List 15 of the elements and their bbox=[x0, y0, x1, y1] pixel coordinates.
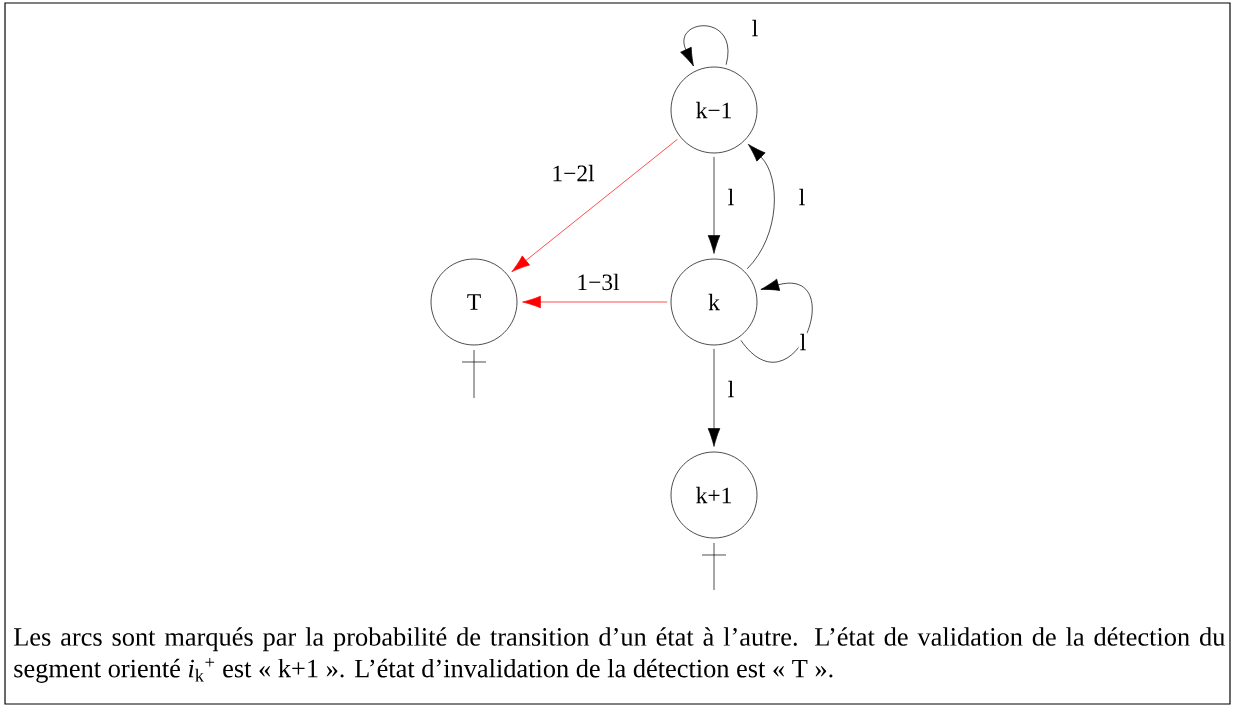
edge-label: 1−3l bbox=[575, 272, 621, 292]
edge-label: l bbox=[798, 332, 808, 352]
arrow bbox=[511, 138, 678, 273]
edge-label: 1−2l bbox=[550, 163, 596, 183]
arrow bbox=[522, 295, 668, 309]
edge-label: l bbox=[726, 379, 736, 399]
caption: Les arcs sont marqués par la probabilité de transition d’un état à l’autre. L’état de validation de la détection du segment orienté i$_{k}$$^{+}$ est « k+1 ». L’état d’invalidation de la détection est « T ». bbox=[14, 627, 1225, 683]
arrow bbox=[707, 156, 721, 254]
arrow bbox=[746, 143, 775, 270]
edge-label: l bbox=[797, 187, 807, 207]
arrow bbox=[680, 25, 729, 67]
arrow bbox=[707, 348, 721, 447]
edge-label: l bbox=[750, 18, 760, 38]
arrow bbox=[740, 278, 813, 362]
edge-label: l bbox=[726, 187, 736, 207]
